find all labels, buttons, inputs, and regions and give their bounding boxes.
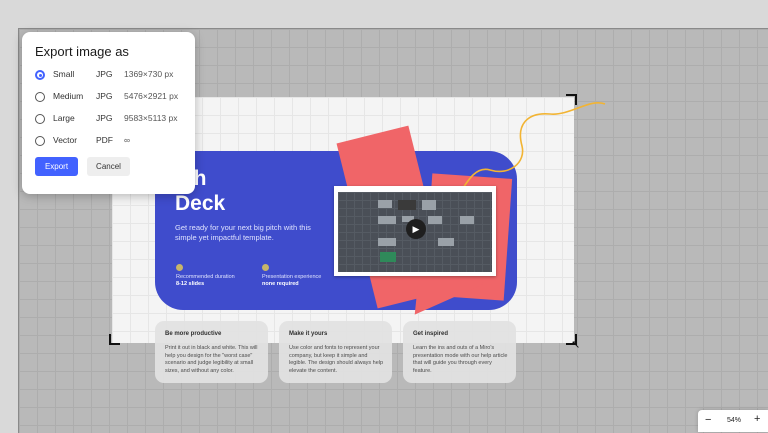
duration-meta: Recommended duration 8-12 slides: [176, 264, 235, 288]
radio-button[interactable]: [35, 136, 45, 146]
preview-thumb: [378, 200, 392, 208]
export-image-panel: Export image as Small JPG 1369×730 px Me…: [22, 32, 195, 194]
option-format: JPG: [96, 113, 113, 123]
radio-button[interactable]: [35, 70, 45, 80]
slide-subtitle: Get ready for your next big pitch with t…: [175, 223, 311, 242]
board-margin: [0, 0, 18, 432]
experience-meta: Presentation experience none required: [262, 264, 321, 288]
selection-handle-bottom-right[interactable]: [566, 334, 577, 345]
preview-thumb: [460, 216, 474, 224]
preview-thumb: [380, 252, 396, 262]
selection-handle-bottom-left[interactable]: [109, 334, 120, 345]
preview-thumb: [398, 200, 416, 210]
option-name: Medium: [53, 91, 84, 101]
star-icon: [262, 264, 269, 271]
tip-title: Get inspired: [413, 331, 449, 337]
preview-thumb: [402, 216, 414, 222]
option-format: PDF: [96, 135, 113, 145]
selection-handle-top-right[interactable]: [566, 94, 577, 105]
option-name: Vector: [53, 135, 78, 145]
radio-button[interactable]: [35, 114, 45, 124]
zoom-out-button[interactable]: −: [705, 414, 712, 426]
tip-card: Get inspired Learn the ins and outs of a…: [403, 321, 516, 383]
tip-body: Learn the ins and outs of a Miro's prese…: [413, 345, 508, 374]
experience-value: none required: [262, 281, 299, 287]
play-icon[interactable]: ▶: [406, 219, 426, 239]
preview-thumb: [438, 238, 454, 246]
experience-label: Presentation experience: [262, 274, 322, 280]
tip-body: Use color and fonts to represent your co…: [289, 345, 384, 374]
option-format: JPG: [96, 91, 113, 101]
duration-value: 8-12 slides: [176, 281, 205, 287]
option-format: JPG: [96, 69, 113, 79]
tip-card: Make it yours Use color and fonts to rep…: [279, 321, 392, 383]
preview-thumb: [428, 216, 442, 224]
option-name: Small: [53, 69, 75, 79]
resize-cursor-icon: ↖: [571, 339, 581, 351]
duration-label: Recommended duration: [176, 274, 235, 280]
option-size: 5476×2921 px: [124, 91, 179, 101]
option-size: 1369×730 px: [124, 69, 174, 79]
export-panel-title: Export image as: [35, 44, 129, 59]
preview-thumb: [378, 216, 396, 224]
tip-title: Make it yours: [289, 331, 328, 337]
export-button[interactable]: Export: [35, 157, 78, 176]
preview-thumb: [422, 200, 436, 210]
zoom-in-button[interactable]: +: [754, 413, 761, 425]
yellow-scribble: [457, 101, 606, 197]
zoom-control: − 54% +: [698, 410, 768, 432]
tip-title: Be more productive: [165, 331, 222, 337]
zoom-level: 54%: [727, 417, 742, 424]
option-size: 9583×5113 px: [124, 113, 178, 123]
option-name: Large: [53, 113, 75, 123]
radio-button[interactable]: [35, 92, 45, 102]
clock-icon: [176, 264, 183, 271]
preview-thumb: [378, 238, 396, 246]
option-size: ∞: [124, 135, 131, 145]
cancel-button[interactable]: Cancel: [87, 157, 130, 176]
tip-card: Be more productive Print it out in black…: [155, 321, 268, 383]
tip-body: Print it out in black and white. This wi…: [165, 345, 258, 374]
